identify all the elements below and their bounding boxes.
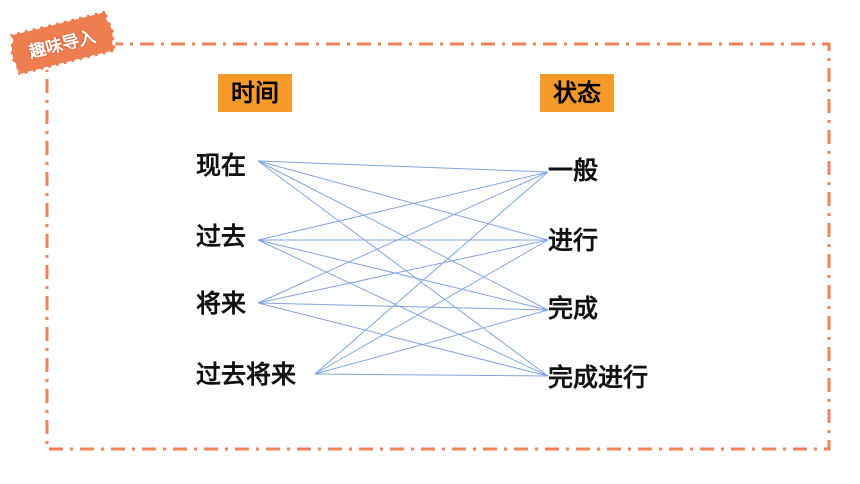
left-item-future: 将来 <box>196 289 247 318</box>
connector-2-2 <box>257 302 549 311</box>
header-time: 时间 <box>218 74 292 112</box>
section-badge: 趣味导入 <box>2 5 123 81</box>
connector-1-3 <box>257 239 549 377</box>
connector-1-0 <box>257 171 549 241</box>
connector-3-1 <box>314 239 549 375</box>
connector-1-2 <box>257 239 549 311</box>
connector-3-3 <box>314 373 549 377</box>
connector-3-2 <box>314 309 549 375</box>
right-item-perfect-progressive: 完成进行 <box>548 363 649 392</box>
left-item-past-future: 过去将来 <box>196 360 297 389</box>
badge-shape <box>8 9 118 77</box>
connector-0-0 <box>257 160 549 173</box>
connector-0-2 <box>257 160 549 311</box>
connector-3-0 <box>314 171 549 375</box>
connector-2-1 <box>257 239 549 304</box>
connector-2-0 <box>257 171 549 304</box>
header-state: 状态 <box>540 74 614 112</box>
right-item-simple: 一般 <box>548 156 599 185</box>
connector-2-3 <box>257 302 549 377</box>
right-item-progressive: 进行 <box>548 226 599 255</box>
connector-0-3 <box>257 160 549 377</box>
connector-0-1 <box>257 160 549 241</box>
left-item-present: 现在 <box>196 151 247 180</box>
right-item-perfect: 完成 <box>548 294 599 323</box>
left-item-past: 过去 <box>196 222 247 251</box>
